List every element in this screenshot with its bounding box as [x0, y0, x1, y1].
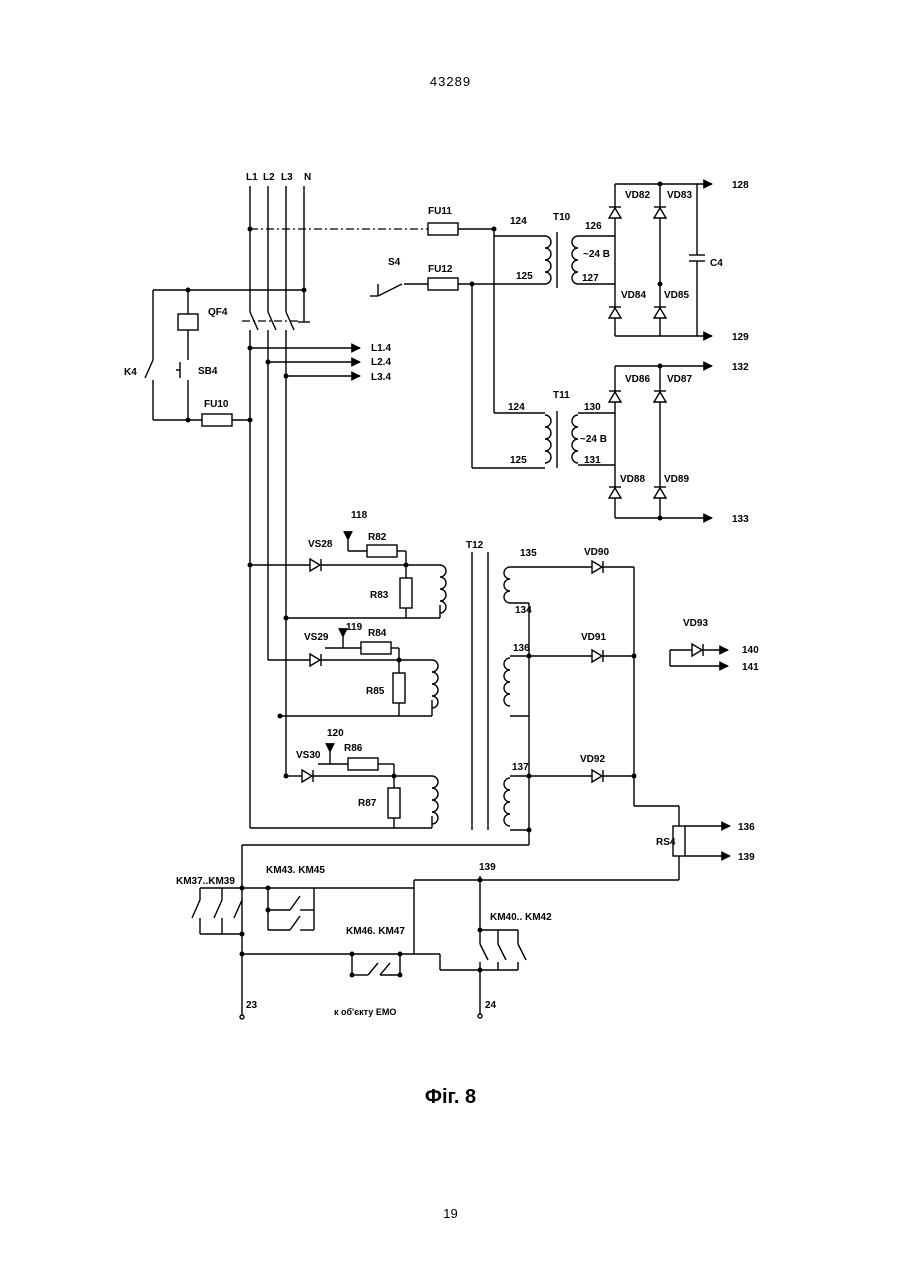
label-vd87: VD87 — [667, 374, 692, 385]
label-125a: 125 — [516, 271, 533, 282]
label-qf4: QF4 — [208, 307, 228, 318]
label-l34: L3.4 — [371, 372, 391, 383]
label-vs28: VS28 — [308, 539, 333, 550]
label-124a: 124 — [510, 216, 527, 227]
label-118: 118 — [351, 510, 368, 521]
figure-caption: Фіг. 8 — [0, 1086, 901, 1109]
label-128: 128 — [732, 180, 749, 191]
label-t11: T11 — [553, 390, 570, 401]
label-134: 134 — [515, 605, 532, 616]
label-133: 133 — [732, 514, 749, 525]
label-vd85: VD85 — [664, 290, 689, 301]
label-l24: L2.4 — [371, 357, 391, 368]
label-132: 132 — [732, 362, 749, 373]
label-rs4: RS4 — [656, 837, 676, 848]
label-23: 23 — [246, 1000, 258, 1011]
label-140: 140 — [742, 645, 759, 656]
label-139a: 139 — [479, 862, 496, 873]
label-124b: 124 — [508, 402, 525, 413]
label-130: 130 — [584, 402, 601, 413]
label-l14: L1.4 — [371, 343, 391, 354]
thyristor-stage-vs28 — [248, 540, 447, 621]
label-137: 137 — [512, 762, 529, 773]
label-n: N — [304, 172, 311, 183]
label-l2: L2 — [263, 172, 275, 183]
rectifier-bridge-2 — [609, 364, 712, 521]
label-vd88: VD88 — [620, 474, 645, 485]
label-fu12: FU12 — [428, 264, 453, 275]
label-km40: KM40.. KM42 — [490, 912, 552, 923]
label-120: 120 — [327, 728, 344, 739]
rectifier-bridge-1 — [609, 182, 712, 337]
label-emo: к об'єкту ЕМО — [334, 1007, 396, 1017]
diode-output-stage — [414, 561, 730, 880]
label-vd90: VD90 — [584, 547, 609, 558]
label-fu10: FU10 — [204, 399, 229, 410]
label-km46: KM46. KM47 — [346, 926, 405, 937]
label-vs30: VS30 — [296, 750, 321, 761]
label-135: 135 — [520, 548, 537, 559]
label-136b: 136 — [738, 822, 755, 833]
label-vd93: VD93 — [683, 618, 708, 629]
label-vd91: VD91 — [581, 632, 606, 643]
label-fu11: FU11 — [428, 206, 452, 217]
label-vd92: VD92 — [580, 754, 605, 765]
label-r85: R85 — [366, 686, 385, 697]
label-136a: 136 — [513, 643, 530, 654]
label-126: 126 — [585, 221, 602, 232]
outgoing-phases — [248, 346, 361, 379]
label-l3: L3 — [281, 172, 293, 183]
label-139b: 139 — [738, 852, 755, 863]
label-24: 24 — [485, 1000, 497, 1011]
label-s4: S4 — [388, 257, 401, 268]
label-129: 129 — [732, 332, 749, 343]
label-r83: R83 — [370, 590, 389, 601]
label-vd89: VD89 — [664, 474, 689, 485]
thyristor-stage-vs29 — [268, 637, 438, 719]
page-number: 19 — [0, 1206, 901, 1221]
label-vd86: VD86 — [625, 374, 650, 385]
label-127: 127 — [582, 273, 599, 284]
label-119: 119 — [346, 622, 363, 633]
label-c4: C4 — [710, 258, 723, 269]
label-141: 141 — [742, 662, 759, 673]
label-l1: L1 — [246, 172, 258, 183]
label-vd84: VD84 — [621, 290, 646, 301]
label-t12: T12 — [466, 540, 484, 551]
label-r84: R84 — [368, 628, 387, 639]
label-sb4: SB4 — [198, 366, 218, 377]
label-r82: R82 — [368, 532, 387, 543]
label-vd82: VD82 — [625, 190, 650, 201]
label-24v-b: ~24 В — [580, 434, 607, 445]
thyristor-stage-vs30 — [250, 752, 438, 828]
label-km43: KM43. KM45 — [266, 865, 325, 876]
transformer-t12 — [472, 552, 594, 845]
label-km37: KM37..KM39 — [176, 876, 235, 887]
label-125b: 125 — [510, 455, 527, 466]
label-r87: R87 — [358, 798, 377, 809]
label-vs29: VS29 — [304, 632, 329, 643]
label-131: 131 — [584, 455, 601, 466]
label-t10: T10 — [553, 212, 571, 223]
label-vd83: VD83 — [667, 190, 692, 201]
supply-bus — [242, 186, 310, 828]
label-k4: K4 — [124, 367, 137, 378]
label-24v-a: ~24 В — [583, 249, 610, 260]
label-r86: R86 — [344, 743, 363, 754]
transformer-t10 — [545, 232, 615, 288]
